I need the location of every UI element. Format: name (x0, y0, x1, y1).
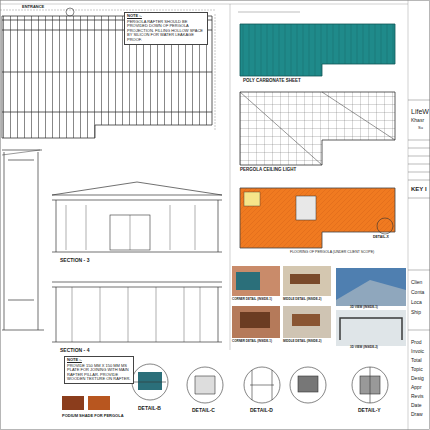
drawing-label: Khasr (411, 118, 424, 123)
drawing-label: 3D VIEW (INSIDE-2) (350, 346, 378, 349)
drawing-label: DETAIL-C (192, 408, 215, 413)
drawing-label: DETAIL-D (250, 408, 273, 413)
note-heading: NOTE :- (127, 14, 205, 19)
drawing-label: Conta (411, 290, 424, 295)
drawing-label: FLOORING OF PERGOLA (UNDER CLIENT SCOPE) (290, 251, 374, 255)
drawing-label: Loca (411, 300, 422, 305)
shade-swatch (62, 396, 84, 410)
drawing-label: DETAIL-Y (358, 408, 381, 413)
drawing-label: SECTION - 4 (60, 348, 89, 353)
side-section (2, 150, 44, 330)
flooring-plan (240, 188, 395, 248)
drawing-label: MIDDLE DETAIL (INSIDE-2) (283, 298, 321, 301)
drawing-label: CORNER DETAIL (INSIDE-1) (232, 340, 272, 343)
rafter-plan (0, 8, 215, 138)
drawing-label: 3D VIEW (INSIDE-1) (350, 306, 378, 309)
drawing-label: Ship (411, 310, 421, 315)
note-body: PROVIDE 150 MM X 150 MM MS PLATE FOR JOI… (67, 364, 131, 382)
drawing-label: Appr (411, 385, 422, 390)
drawing-label: DETAIL-X (373, 236, 389, 240)
detail-circles (132, 364, 388, 403)
drawing-label: Revis (411, 394, 424, 399)
ceiling-grid (240, 92, 395, 165)
drawing-label: SECTION - 3 (60, 258, 89, 263)
drawing-label: KEY I (411, 186, 427, 192)
note-heading: NOTE :- (67, 358, 131, 363)
drawing-label: Clien (411, 280, 422, 285)
note-box: NOTE :-PROVIDE 150 MM X 150 MM MS PLATE … (64, 356, 134, 384)
drawing-label: ENTRANCE (22, 5, 44, 9)
polycarbonate-plan (238, 12, 395, 76)
drawing-label: Date (411, 403, 422, 408)
drawing-label: Su (418, 126, 423, 130)
drawing-label: POLY CARBONATE SHEET (243, 79, 301, 84)
title-block (408, 100, 430, 330)
drawing-label: PODIUM SHADE FOR PERGOLA (62, 414, 124, 418)
note-body: PERGOLA RAFTER SHOULD BE PROVIDED DOWN O… (127, 20, 205, 43)
note-box: NOTE :-PERGOLA RAFTER SHOULD BE PROVIDED… (124, 12, 208, 45)
shade-swatch (88, 396, 110, 410)
drawing-label: Topic (411, 367, 423, 372)
drawing-label: Invoic (411, 349, 424, 354)
drawing-label: PERGOLA CEILING LIGHT (240, 168, 296, 173)
drawing-label: Prod (411, 340, 422, 345)
section-elevation (52, 182, 222, 252)
drawing-label: DETAIL-B (138, 406, 161, 411)
drawing-label: Total (411, 358, 422, 363)
section-elevation (52, 282, 222, 342)
drawing-label: Draw (411, 412, 423, 417)
drawing-label: LifeW (411, 108, 429, 115)
drawing-label: Desig (411, 376, 424, 381)
detail-photos (232, 266, 406, 346)
drawing-label: CORNER DETAIL (INSIDE-1) (232, 298, 272, 301)
drawing-label: MIDDLE DETAIL (INSIDE-2) (283, 340, 321, 343)
